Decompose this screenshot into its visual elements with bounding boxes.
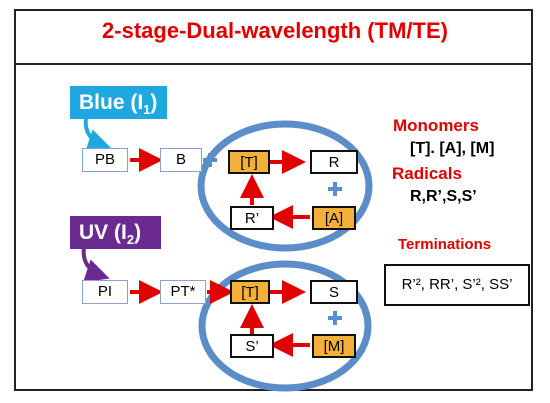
diagram-title: 2-stage-Dual-wavelength (TM/TE) (102, 18, 448, 43)
title-divider (14, 63, 533, 65)
radicals-list: R,R’,S,S’ (410, 188, 477, 205)
lower-cycle-ellipse (198, 260, 372, 392)
terminations-heading: Terminations (398, 236, 492, 253)
blue-source-pointer (83, 117, 112, 153)
terminations-box: R’², RR’, S’², SS’ (384, 264, 530, 306)
node-s: S (310, 280, 358, 304)
node-r-prime: R’ (230, 206, 274, 230)
plus-icon-r-a (328, 182, 342, 196)
terminations-list: R’², RR’, S’², SS’ (401, 276, 513, 293)
node-r: R (310, 150, 358, 174)
radicals-heading: Radicals (392, 164, 462, 183)
node-t-lower: [T] (230, 280, 270, 304)
node-s-prime: S’ (230, 334, 274, 358)
diagram-frame (14, 9, 533, 391)
blue-light-source: Blue (I1) (70, 86, 167, 119)
upper-cycle-ellipse (197, 120, 373, 252)
node-a: [A] (312, 206, 356, 230)
plus-icon-b-t (203, 153, 217, 167)
monomers-list: [T]. [A], [M] (410, 140, 495, 157)
node-t-upper: [T] (228, 150, 270, 174)
node-pb: PB (82, 148, 128, 172)
node-pt-star: PT* (160, 280, 206, 304)
monomers-heading: Monomers (393, 116, 479, 135)
uv-light-source: UV (I2) (70, 216, 161, 249)
node-m: [M] (312, 334, 356, 358)
uv-source-pointer (81, 247, 110, 283)
plus-icon-s-m (328, 311, 342, 325)
node-pi: PI (82, 280, 128, 304)
node-b: B (160, 148, 202, 172)
